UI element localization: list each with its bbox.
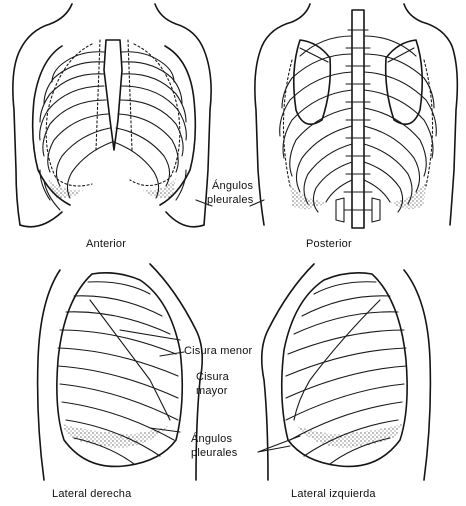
posterior-label: Posterior bbox=[306, 238, 352, 251]
lateral-right-view bbox=[38, 264, 203, 480]
posterior-view bbox=[255, 4, 457, 228]
lateral-izquierda-label: Lateral izquierda bbox=[291, 488, 376, 501]
lateral-derecha-label: Lateral derecha bbox=[52, 488, 131, 501]
angulos-pleurales-bottom-label-2: pleurales bbox=[191, 447, 237, 460]
cisura-mayor-label-1: Cisura bbox=[196, 371, 229, 384]
spine bbox=[336, 10, 380, 228]
angulos-pleurales-bottom-label-1: Ángulos bbox=[191, 433, 232, 446]
cisura-mayor-label-2: mayor bbox=[196, 385, 228, 398]
angulos-pleurales-top-label-2: pleurales bbox=[207, 194, 253, 207]
lateral-left-view bbox=[262, 264, 431, 480]
anterior-view bbox=[13, 4, 211, 227]
cisura-menor-label: Cisura menor bbox=[184, 345, 252, 358]
angulos-pleurales-top-label-1: Ángulos bbox=[212, 180, 253, 193]
anterior-ribs-right bbox=[114, 52, 186, 200]
anterior-label: Anterior bbox=[86, 238, 126, 251]
